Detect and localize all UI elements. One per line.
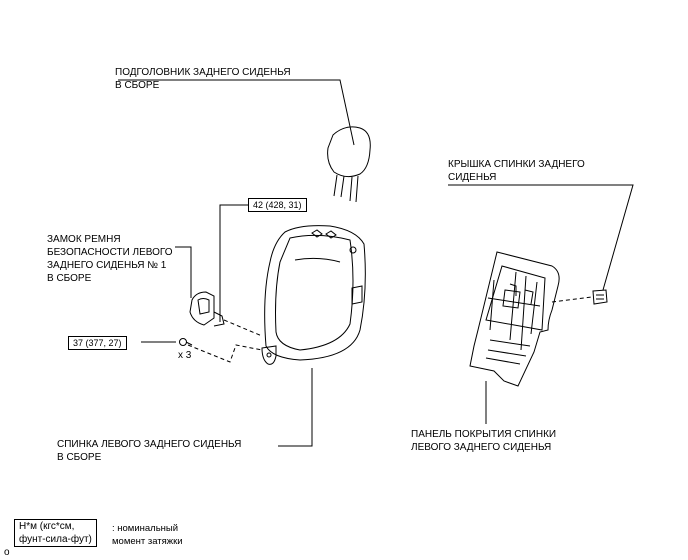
buckle-leader (175, 246, 192, 298)
bolt-part (179, 338, 193, 346)
legend-marker: o (4, 547, 10, 558)
seatback-label: СПИНКА ЛЕВОГО ЗАДНЕГО СИДЕНЬЯ В СБОРЕ (57, 439, 242, 463)
legend-unit-box: Н*м (кгс*см, фунт-сила-фут) (14, 519, 97, 547)
seatback-cover-label: КРЫШКА СПИНКИ ЗАДНЕГО СИДЕНЬЯ (448, 159, 585, 183)
buckle-label: ЗАМОК РЕМНЯ БЕЗОПАСНОСТИ ЛЕВОГО ЗАДНЕГО … (47, 234, 173, 284)
board-cover-dashed (551, 296, 593, 303)
seat-bolt-torque-box: 37 (377, 27) (68, 336, 127, 350)
legend-meaning: : номинальный момент затяжки (112, 523, 183, 547)
headrest-label: ПОДГОЛОВНИК ЗАДНЕГО СИДЕНЬЯ В СБОРЕ (115, 67, 291, 91)
buckle-torque-leader (219, 204, 248, 322)
headrest-part (327, 126, 371, 203)
bolt-mount-dashed (187, 344, 263, 363)
seatback-cover-part (592, 289, 608, 305)
seatback-leader (278, 368, 313, 447)
cover-leader (448, 184, 634, 291)
buckle-part (189, 291, 225, 327)
seatback-part (261, 225, 366, 365)
buckle-torque-box: 42 (428, 31) (248, 198, 307, 212)
board-label: ПАНЕЛЬ ПОКРЫТИЯ СПИНКИ ЛЕВОГО ЗАДНЕГО СИ… (411, 429, 557, 453)
bolt-quantity: x 3 (178, 350, 192, 361)
headrest-leader (118, 79, 355, 146)
buckle-mount-dashed (223, 319, 263, 337)
seatback-board-part (469, 251, 560, 387)
